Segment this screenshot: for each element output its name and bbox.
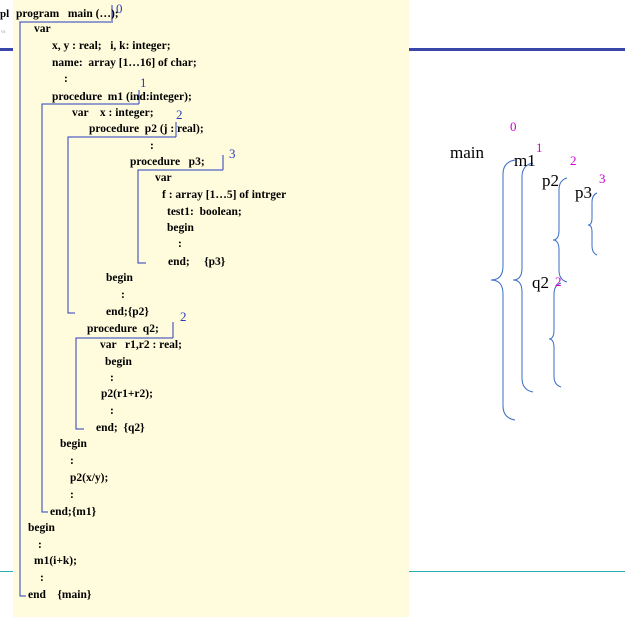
scope-box-p2 bbox=[67, 136, 176, 314]
code-line: : bbox=[150, 140, 154, 152]
tree-level-q2: 2 bbox=[555, 274, 562, 289]
code-line: : bbox=[64, 73, 68, 85]
tree-level-p2: 2 bbox=[570, 153, 577, 168]
code-line: : bbox=[121, 289, 125, 301]
code-line: begin bbox=[167, 222, 194, 234]
code-line: procedure m1 (ind:integer); bbox=[52, 91, 192, 103]
code-line: var bbox=[34, 23, 51, 35]
code-line: end; {q2} bbox=[96, 422, 145, 434]
code-line: end;{m1} bbox=[50, 506, 97, 518]
code-line: p2(r1+r2); bbox=[101, 388, 153, 400]
code-line: : bbox=[70, 489, 74, 501]
code-line: name: array [1…16] of char; bbox=[52, 57, 197, 69]
code-line: begin bbox=[28, 522, 55, 534]
code-line: procedure q2; bbox=[87, 323, 159, 335]
tree-level-p3: 3 bbox=[599, 171, 606, 186]
level-p2: 2 bbox=[176, 107, 183, 122]
code-line: : bbox=[40, 572, 44, 584]
code-line: p2(x/y); bbox=[70, 472, 109, 484]
code-line: x, y : real; i, k: integer; bbox=[52, 40, 171, 52]
code-line: m1(i+k); bbox=[34, 555, 77, 567]
code-line: end; {p3} bbox=[168, 256, 226, 268]
slide-subtitle-fragment: vs bbox=[1, 30, 6, 35]
tree-level-m1: 1 bbox=[536, 140, 543, 155]
code-line: begin bbox=[60, 438, 87, 450]
code-line: begin bbox=[105, 356, 132, 368]
level-p3: 3 bbox=[229, 146, 236, 161]
code-line: begin bbox=[106, 272, 133, 284]
code-line: procedure p2 (j : real); bbox=[89, 123, 204, 135]
level-m1: 1 bbox=[140, 75, 147, 90]
code-line: test1: boolean; bbox=[167, 206, 242, 218]
level-main: 0 bbox=[116, 1, 123, 16]
scope-box-main bbox=[19, 21, 113, 597]
code-line: : bbox=[110, 372, 114, 384]
tree-label-p2: p2 bbox=[542, 171, 559, 190]
code-line: var r1,r2 : real; bbox=[100, 339, 182, 351]
brace-q2 bbox=[548, 282, 562, 388]
brace-p2 bbox=[552, 177, 568, 283]
code-line: : bbox=[70, 455, 74, 467]
code-line: : bbox=[178, 238, 182, 250]
brace-m1 bbox=[512, 162, 534, 393]
code-line: program main (…); bbox=[16, 8, 119, 20]
slide-title-fragment: pl bbox=[0, 8, 10, 20]
tree-label-p3: p3 bbox=[575, 183, 592, 202]
code-panel bbox=[13, 0, 409, 617]
code-line: f : array [1…5] of intrger bbox=[162, 189, 287, 201]
level-q2: 2 bbox=[180, 309, 187, 324]
tree-label-main: main bbox=[450, 143, 484, 162]
tree-level-main: 0 bbox=[510, 119, 517, 134]
code-line: : bbox=[110, 405, 114, 417]
scope-box-q2 bbox=[75, 337, 173, 430]
tree-label-m1: m1 bbox=[514, 151, 536, 170]
code-line: end;{p2} bbox=[106, 306, 149, 318]
brace-main bbox=[490, 159, 516, 421]
code-line: procedure p3; bbox=[130, 156, 205, 168]
code-line: var x : integer; bbox=[72, 107, 154, 119]
scope-box-m1 bbox=[41, 103, 139, 513]
tree-label-q2: q2 bbox=[532, 273, 549, 292]
code-line: : bbox=[38, 539, 42, 551]
scope-box-p3 bbox=[137, 169, 223, 264]
code-line: var bbox=[155, 172, 172, 184]
brace-p3 bbox=[587, 192, 598, 256]
code-line: end {main} bbox=[28, 589, 92, 601]
